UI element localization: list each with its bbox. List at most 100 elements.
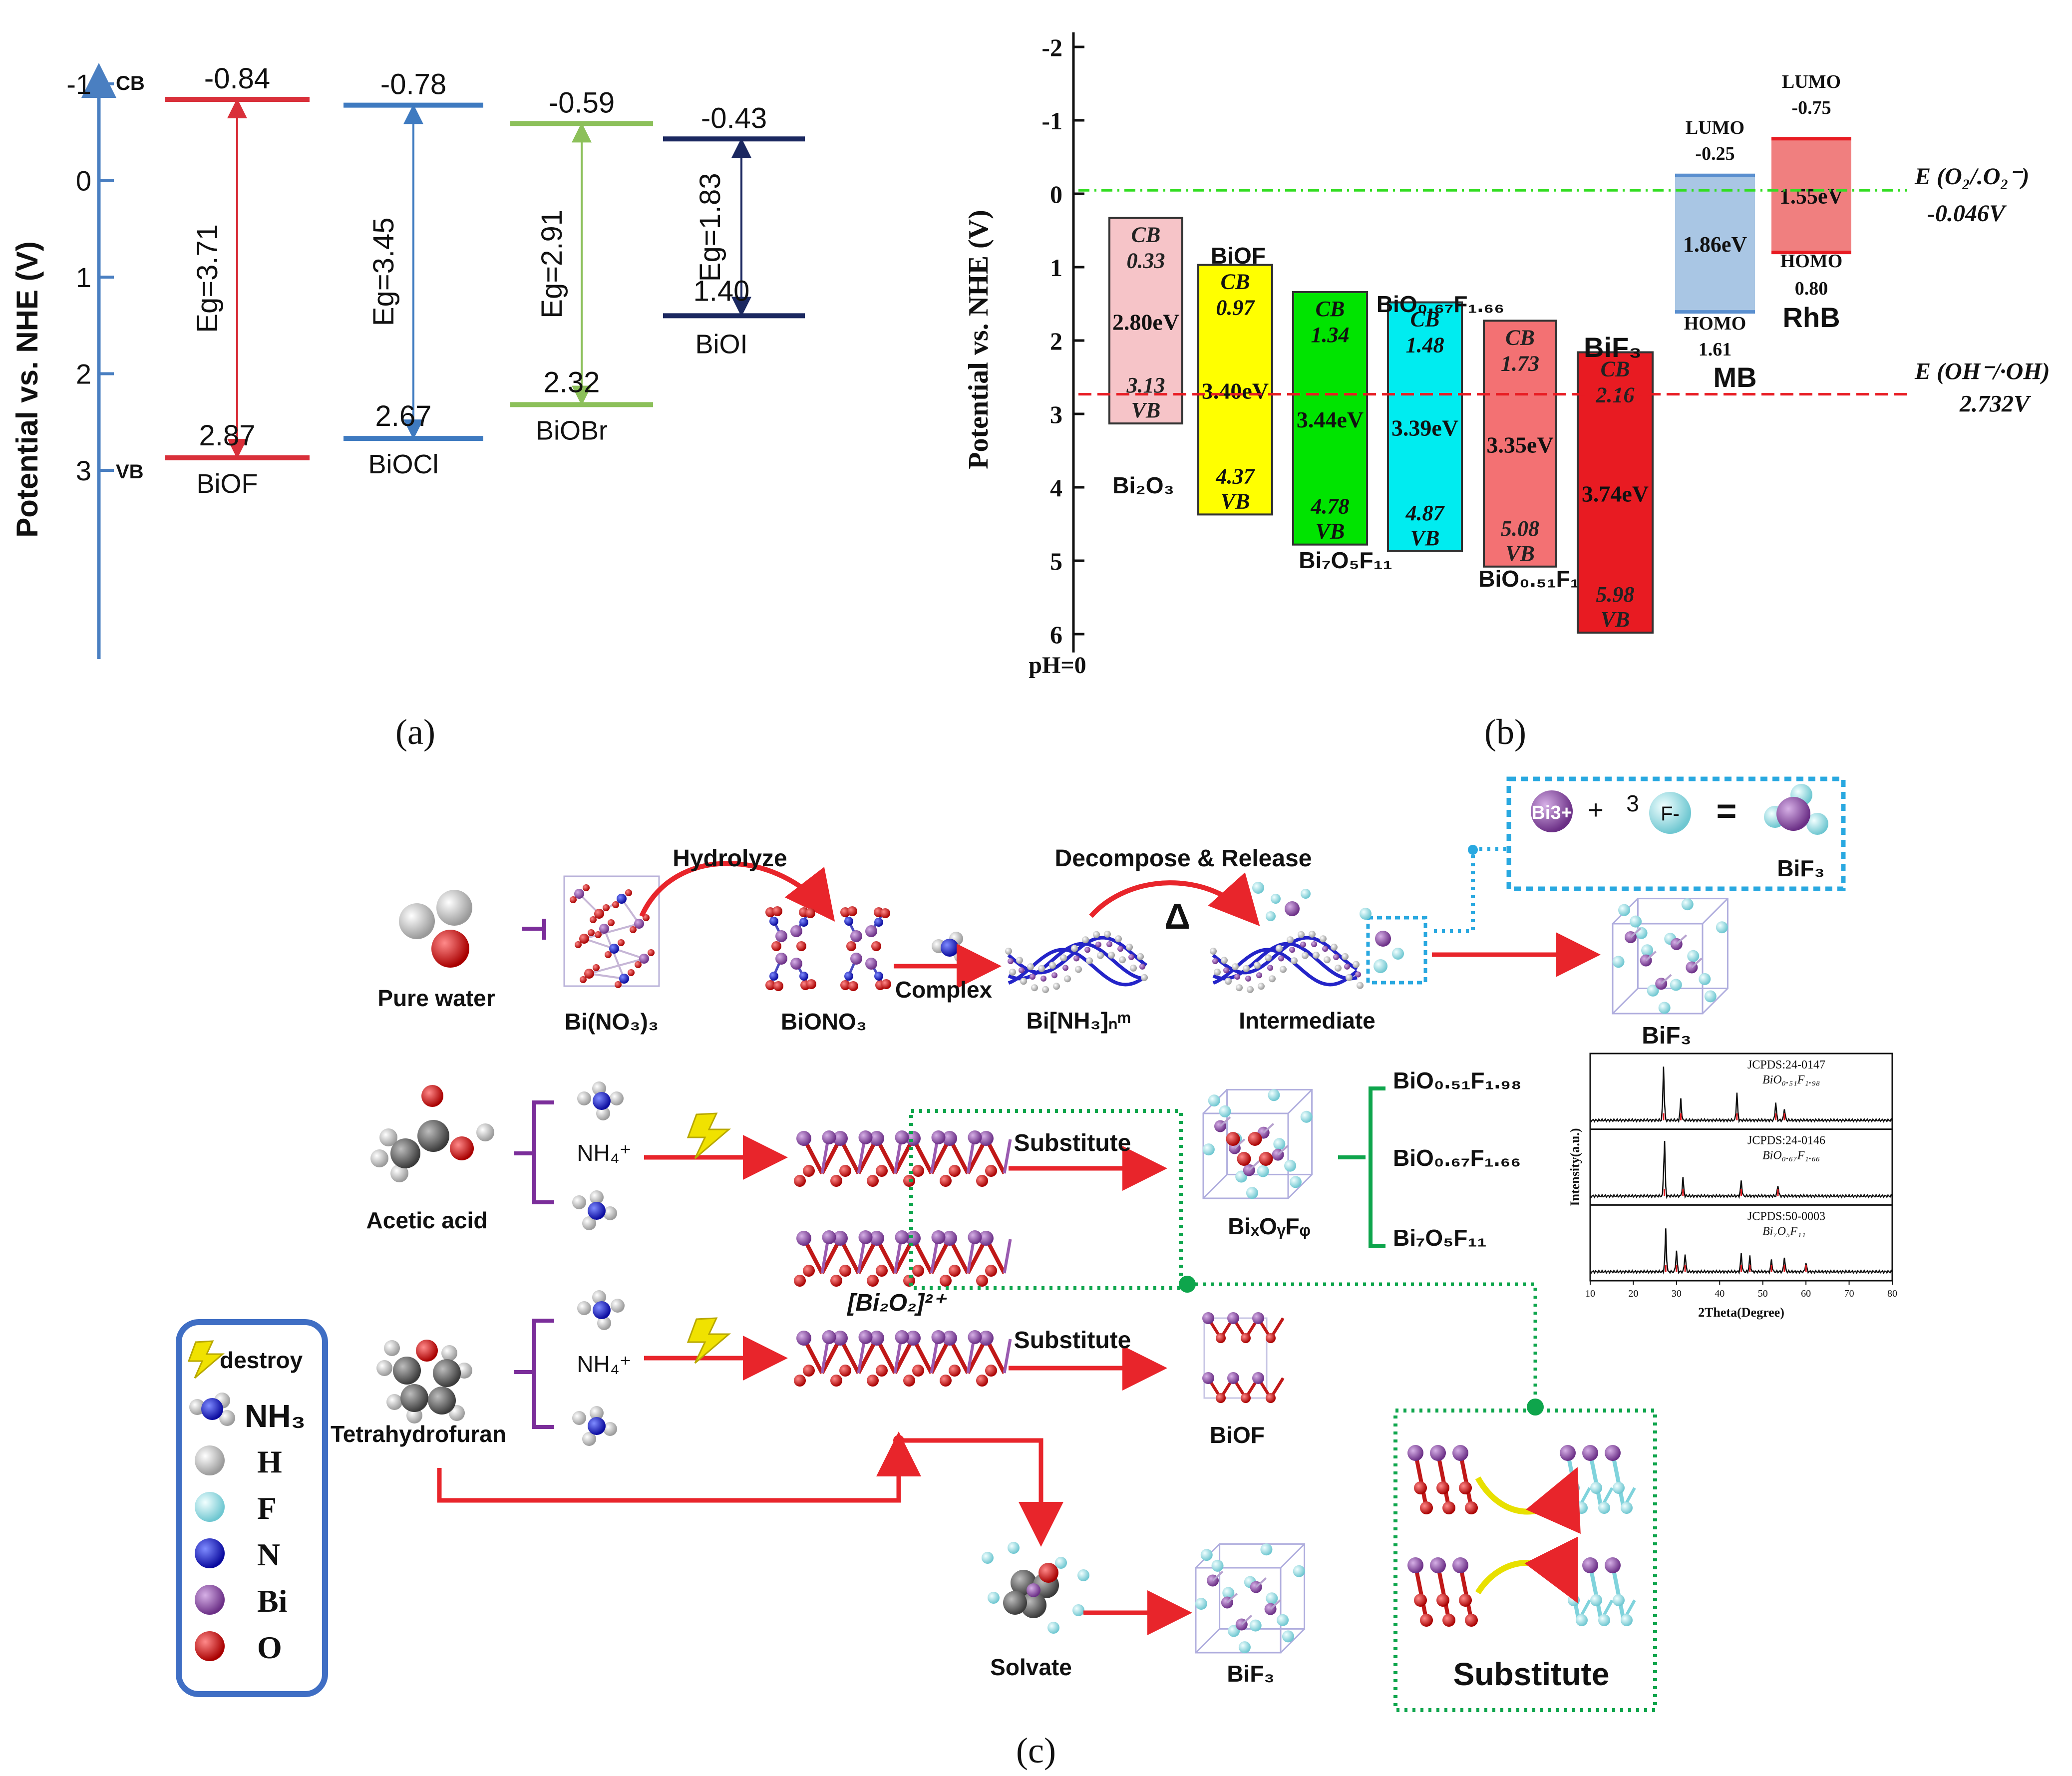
xrd-x-tick: 80 — [1887, 1288, 1897, 1299]
released-ions — [1252, 882, 1311, 921]
band-bar — [1577, 351, 1654, 634]
bi2o2-layer-2 — [794, 1230, 1012, 1287]
intermediate-chain — [1210, 930, 1364, 993]
xrd-x-tick: 70 — [1844, 1288, 1854, 1299]
vb-value: 4.87 — [1405, 501, 1445, 525]
panel-a-cb-label: CB — [116, 72, 145, 94]
legend-item-o: O — [257, 1630, 282, 1665]
vb-value: 2.32 — [544, 366, 600, 398]
cb-label: CB — [1131, 223, 1161, 247]
panel-b-tick-label: 6 — [1050, 621, 1062, 649]
lumo-label: LUMO — [1686, 117, 1744, 138]
hydrolyze-label: Hydrolyze — [673, 845, 787, 872]
bi2o2-label: [Bi₂O₂]²⁺ — [846, 1290, 947, 1316]
hydrolyze-arrow — [639, 861, 835, 922]
lumo-value: -0.75 — [1791, 97, 1831, 118]
substitute-mechanism-top — [1407, 1445, 1636, 1514]
panel-c-schematic: Bi3+ + 3 F- = BiF₃ Pure water Bi(NO₃)₃ H… — [176, 776, 1897, 1771]
cb-value: 1.48 — [1406, 333, 1444, 357]
xrd-inset-plot: JCPDS:24-0147BiO₀.₅₁F₁.₉₈JCPDS:24-0146Bi… — [1568, 1053, 1897, 1320]
f-ion-label: F- — [1661, 803, 1680, 825]
biof-crystal — [1202, 1312, 1285, 1403]
vb-label: VB — [1410, 526, 1440, 550]
legend-item-n: N — [257, 1537, 280, 1572]
cb-label: CB — [1316, 297, 1345, 321]
bar-material-name: Bi₂O₃ — [1112, 472, 1174, 498]
thf-label: Tetrahydrofuran — [331, 1421, 506, 1447]
acetic-acid-molecule — [370, 1085, 494, 1182]
xrd-x-tick: 10 — [1585, 1288, 1595, 1299]
substitute-mechanism-bottom — [1407, 1557, 1636, 1627]
biof-product-label: BiOF — [1210, 1422, 1265, 1448]
product-3-label: Bi₇O₅F₁₁ — [1393, 1225, 1486, 1251]
bi-ion-label: Bi3+ — [1531, 802, 1572, 823]
xrd-phase-label: Bi₇O₅F₁₁ — [1762, 1225, 1806, 1238]
xrd-jcpds-label: JCPDS:24-0146 — [1747, 1134, 1825, 1147]
cb-value: 0.97 — [1216, 296, 1256, 320]
dye-name: RhB — [1782, 302, 1840, 333]
xrd-phase-label: BiO₀.₅₁F₁.₉₈ — [1762, 1073, 1820, 1086]
cb-value: 1.34 — [1311, 323, 1350, 347]
band-gap-label: 3.44eV — [1297, 407, 1364, 432]
bixoyfz-crystal — [1202, 1088, 1313, 1199]
heat-delta-symbol: Δ — [1164, 897, 1190, 937]
panel-b-tick-label: 5 — [1050, 547, 1062, 575]
band-gap-label: 3.74eV — [1582, 481, 1649, 506]
nh4-label-acetic: NH₄⁺ — [577, 1140, 632, 1166]
dye-gap-label: 1.55eV — [1779, 184, 1844, 209]
vb-label: VB — [1505, 541, 1535, 566]
intermediate-ions — [1360, 908, 1404, 973]
panel-b-tick-label: 0 — [1050, 180, 1062, 208]
bixoyfz-label: BiₓOᵧFᵩ — [1228, 1213, 1311, 1239]
panel-b-tick-label: 4 — [1050, 474, 1062, 502]
water-molecule — [399, 890, 472, 968]
vb-value: 2.67 — [375, 400, 432, 432]
cb-label: CB — [1601, 357, 1630, 381]
bi2o2-layer-thf — [794, 1330, 1012, 1387]
green-product-bracket — [1338, 1086, 1385, 1248]
legend-nh3-label: NH₃ — [245, 1398, 306, 1434]
band-bar — [1197, 264, 1273, 516]
vb-value: 5.08 — [1501, 516, 1539, 541]
band-bar — [1108, 217, 1183, 425]
green-connector-dot-1 — [1179, 1276, 1196, 1293]
panel-b-tick-label: -2 — [1041, 33, 1062, 61]
homo-value: 1.61 — [1699, 339, 1732, 360]
pure-water-label: Pure water — [377, 985, 495, 1011]
nh4-label-thf: NH₄⁺ — [577, 1351, 632, 1377]
homo-value: 0.80 — [1795, 278, 1828, 299]
acetic-acid-label: Acetic acid — [366, 1207, 488, 1233]
xrd-x-tick: 50 — [1758, 1288, 1768, 1299]
legend-destroy-label: destroy — [220, 1347, 303, 1373]
panel-a-tick-label: 2 — [76, 358, 91, 390]
cb-value: 0.33 — [1127, 249, 1165, 273]
decompose-label: Decompose & Release — [1055, 845, 1312, 872]
nh4-ion-thf-bottom — [572, 1406, 617, 1446]
band-gap-label: 3.35eV — [1486, 432, 1553, 458]
yellow-exchange-arrow-top — [1475, 1467, 1581, 1534]
band-bar — [1483, 320, 1557, 568]
purple-bracket-water — [522, 919, 546, 940]
bar-material-name: BiO₀.₆₇F₁.₆₆ — [1377, 291, 1504, 317]
legend-item-h: H — [257, 1444, 282, 1479]
oh-line-label: E (OH⁻/·OH) — [1914, 358, 2050, 385]
yellow-exchange-arrow-bottom — [1475, 1536, 1578, 1604]
panel-a-caption: (a) — [395, 712, 435, 752]
bif3-crystal-top — [1612, 898, 1728, 1015]
xrd-x-tick: 20 — [1628, 1288, 1638, 1299]
panel-b-caption: (b) — [1484, 712, 1526, 752]
bif3-crystal-bottom — [1195, 1543, 1306, 1654]
band-gap-label: 3.39eV — [1391, 415, 1458, 441]
band-gap-label: 2.80eV — [1112, 309, 1179, 335]
xrd-x-tick: 60 — [1801, 1288, 1811, 1299]
panel-b-ph-label: pH=0 — [1029, 652, 1086, 679]
